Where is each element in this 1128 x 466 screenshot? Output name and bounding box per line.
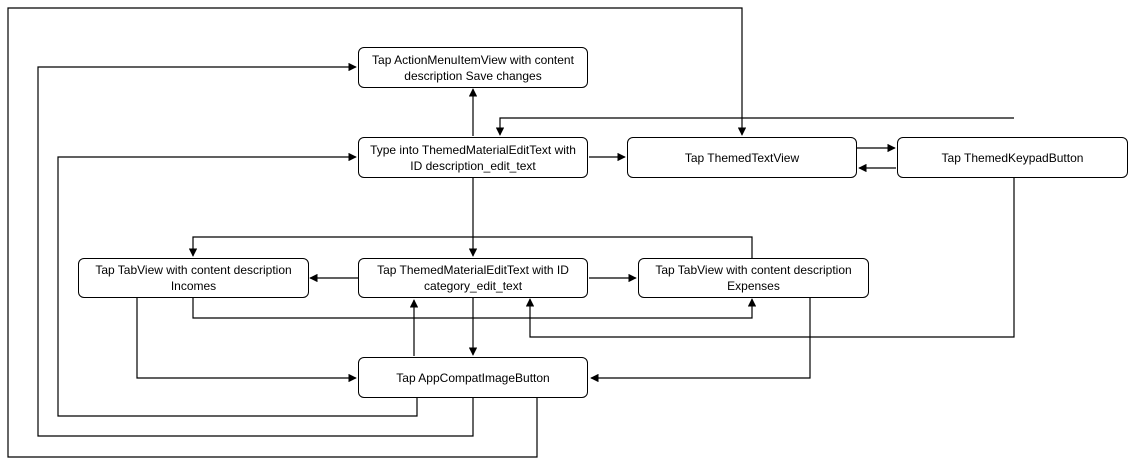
- node-keypad-button[interactable]: Tap ThemedKeypadButton: [897, 137, 1128, 178]
- edge-image-button-to-description-edit: [57, 152, 418, 417]
- node-save-changes[interactable]: Tap ActionMenuItemView with content desc…: [358, 47, 588, 88]
- edge-tab-incomes-to-tab-expenses: [192, 298, 757, 319]
- edge-tab-incomes-to-image-button: [136, 298, 357, 383]
- node-tab-incomes[interactable]: Tap TabView with content description Inc…: [78, 258, 309, 298]
- edge-keypad-to-description-edit: [495, 117, 1014, 136]
- node-description-edit[interactable]: Type into ThemedMaterialEditText with ID…: [358, 137, 588, 178]
- edge-image-button-to-save-changes: [37, 62, 474, 437]
- edge-image-button-to-themed-text-view: [7, 7, 747, 458]
- node-themed-text-view[interactable]: Tap ThemedTextView: [627, 137, 857, 178]
- node-image-button[interactable]: Tap AppCompatImageButton: [358, 357, 588, 398]
- node-category-edit[interactable]: Tap ThemedMaterialEditText with ID categ…: [358, 258, 588, 298]
- node-tab-expenses[interactable]: Tap TabView with content description Exp…: [638, 258, 869, 298]
- edge-tab-expenses-to-image-button: [590, 298, 811, 383]
- edge-tab-expenses-to-tab-incomes: [188, 236, 753, 258]
